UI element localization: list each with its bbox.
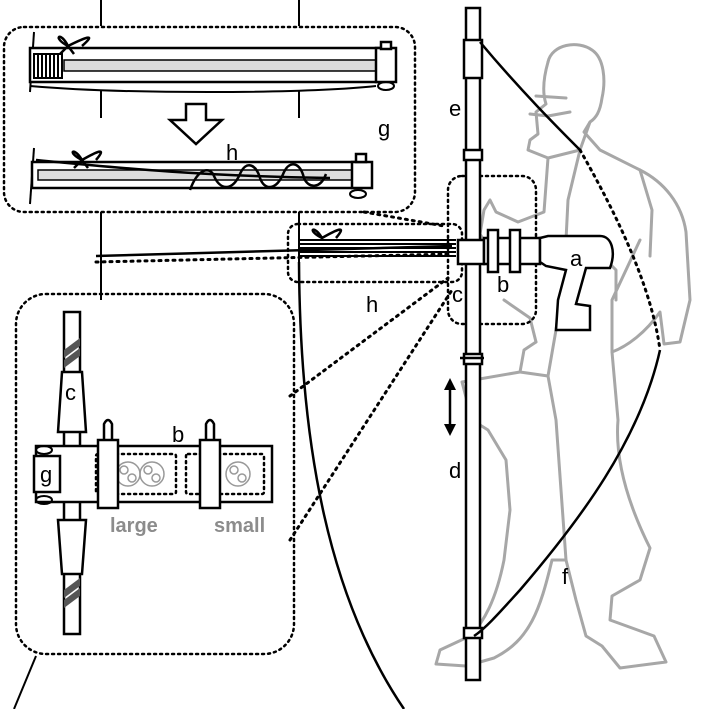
connector-bottom-2 — [288, 288, 454, 542]
caption-small: small — [214, 515, 265, 537]
double-headed-arrow-icon — [444, 378, 456, 436]
rod-upper — [28, 31, 398, 93]
guide-line — [297, 261, 406, 709]
label-g-top: g — [378, 116, 390, 141]
inset-bottom-detail: c g b large small — [14, 292, 296, 656]
label-c-main: c — [452, 282, 463, 307]
label-e: e — [449, 96, 461, 121]
pole-assembly: e d c — [449, 6, 484, 682]
label-d: d — [449, 458, 461, 483]
label-a: a — [570, 246, 583, 271]
caption-large: large — [110, 515, 158, 537]
rod-lower-wrapped — [29, 147, 374, 205]
inset-top-detail: g h — [2, 0, 417, 214]
inset-top-frame — [2, 25, 417, 214]
guide-line — [13, 655, 37, 709]
detail-box-gun — [446, 174, 538, 326]
label-h-top: h — [226, 140, 238, 165]
connector-top — [362, 210, 446, 228]
rod-h-assembly: h — [94, 222, 464, 317]
battery-drill-assembly: a b — [456, 228, 614, 332]
person-silhouette — [434, 43, 692, 670]
label-h-main: h — [366, 292, 378, 317]
label-c-inset: c — [65, 380, 76, 405]
label-b-main: b — [497, 272, 509, 297]
hollow-down-arrow-icon — [166, 102, 226, 146]
connector-bottom-1 — [288, 276, 450, 398]
inset-bottom-frame — [14, 292, 296, 656]
label-g-inset: g — [40, 462, 52, 487]
cells-small — [225, 461, 251, 487]
string-f: f — [473, 41, 662, 638]
label-f: f — [562, 564, 569, 589]
label-b-inset: b — [172, 422, 184, 447]
